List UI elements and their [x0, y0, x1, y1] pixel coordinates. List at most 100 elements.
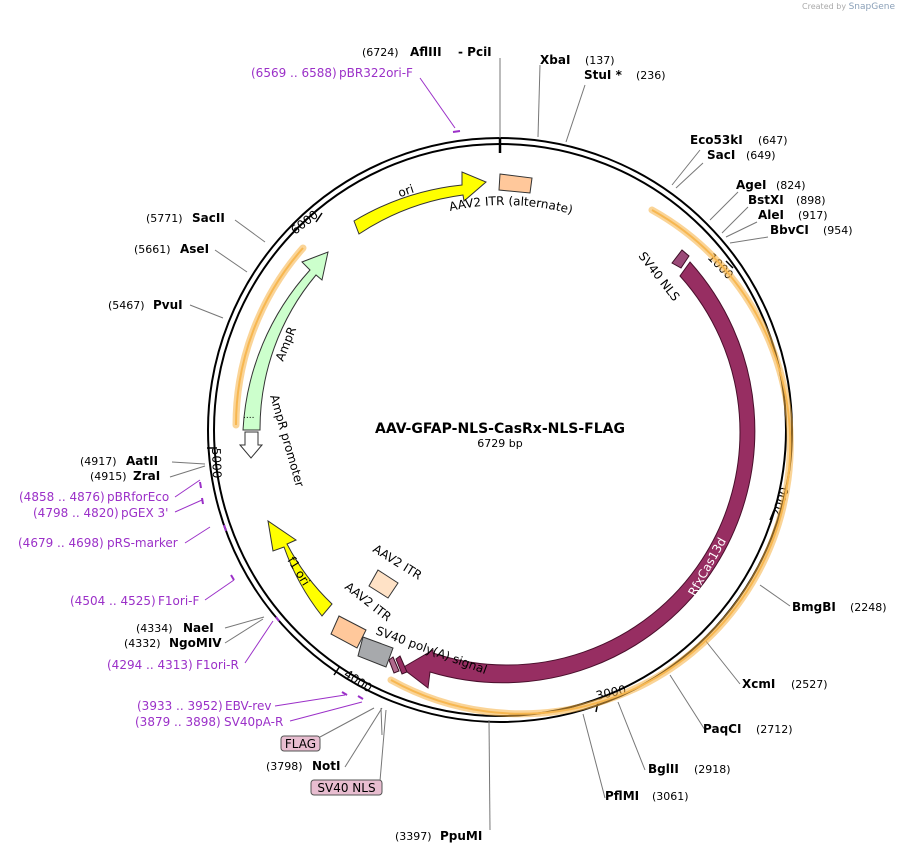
enzyme-name[interactable]: XcmI [742, 677, 775, 691]
cds-halo-line [390, 209, 792, 715]
primer-name[interactable]: pBRforEco [107, 490, 169, 504]
primer-name[interactable]: pGEX 3' [121, 506, 168, 520]
enzyme-extra[interactable]: - PciI [458, 45, 492, 59]
sv40-nls-label-top: SV40 NLS [636, 249, 683, 303]
cds-halo [387, 206, 794, 718]
enzyme-pos: (236) [636, 69, 666, 82]
enzyme-pos: (4332) [124, 637, 161, 650]
enzyme-name[interactable]: PflMI [605, 789, 639, 803]
aav2-itr-alt-label: AAV2 ITR (alternate) [448, 194, 575, 217]
enzyme-name[interactable]: AleI [758, 208, 784, 222]
enzyme-name[interactable]: NgoMIV [169, 636, 222, 650]
enzyme-name[interactable]: PpuMI [440, 829, 482, 843]
primer-name[interactable]: pRS-marker [107, 536, 178, 550]
enzyme-pos: (6724) [362, 46, 399, 59]
primer-pos: (4798 .. 4820) [33, 506, 119, 520]
plasmid-name: AAV-GFAP-NLS-CasRx-NLS-FLAG [375, 421, 625, 437]
enzyme-name[interactable]: NaeI [183, 621, 214, 635]
enzyme-pos: (954) [823, 224, 853, 237]
enzyme-name[interactable]: AseI [180, 242, 209, 256]
f1-ori-feature[interactable] [267, 519, 333, 617]
primer-pos: (6569 .. 6588) [251, 66, 337, 80]
flag-leader [319, 707, 375, 738]
enzyme-name[interactable]: BmgBI [792, 600, 836, 614]
primer-name[interactable]: pBR322ori-F [339, 66, 413, 80]
enzyme-name[interactable]: XbaI [540, 53, 570, 67]
aav2-itr-feature-1[interactable] [330, 615, 367, 649]
enzyme-pos: (917) [798, 209, 828, 222]
enzyme-name[interactable]: PvuI [153, 298, 183, 312]
enzyme-name[interactable]: SacII [192, 211, 225, 225]
enzyme-name[interactable]: ZraI [133, 469, 160, 483]
f1-ori-label: f1 ori [284, 554, 312, 588]
primer-pos: (4858 .. 4876) [19, 490, 105, 504]
flag-feature[interactable] [395, 655, 408, 675]
sv40-nls-feature-top[interactable] [671, 249, 690, 269]
flag-box-label: FLAG [285, 737, 316, 751]
enzyme-pos: (3798) [266, 760, 303, 773]
primer-name[interactable]: SV40pA-R [224, 715, 283, 729]
flag-box[interactable] [280, 735, 321, 752]
ori-label: ori [396, 182, 416, 200]
enzyme-name[interactable]: BbvCI [770, 223, 809, 237]
ampr-halo-line [235, 247, 304, 426]
enzyme-name[interactable]: PaqCI [703, 722, 741, 736]
enzyme-pos: (647) [758, 134, 788, 147]
credit-prefix: Created by [802, 2, 847, 11]
rfxcas13d-feature[interactable] [401, 261, 756, 689]
primer-pos: (3879 .. 3898) [135, 715, 221, 729]
primer-name[interactable]: F1ori-R [196, 658, 239, 672]
enzyme-pos: (3397) [395, 830, 432, 843]
enzyme-name[interactable]: BstXI [748, 193, 784, 207]
enzyme-name[interactable]: BglII [648, 762, 679, 776]
sv40-nls-leader [379, 709, 387, 782]
snapgene-credit: Created by SnapGene [802, 2, 895, 12]
tick-5000: 5000 [209, 448, 224, 479]
primer-marks [199, 130, 461, 700]
sv40-polya-feature[interactable] [357, 636, 394, 668]
primer-name[interactable]: F1ori-F [158, 594, 199, 608]
enzyme-pos: (5661) [134, 243, 171, 256]
primer-leader-lines [174, 77, 456, 722]
primer-pos: (3933 .. 3952) [137, 699, 223, 713]
ori-feature[interactable] [353, 171, 487, 235]
sv40-nls-box[interactable] [310, 779, 383, 796]
aav2-itr-feature-2[interactable] [368, 569, 399, 599]
primer-pos: (4294 .. 4313) [107, 658, 193, 672]
enzyme-name[interactable]: StuI * [584, 68, 623, 82]
sv40-nls-feature-bottom[interactable] [388, 656, 400, 674]
aav2-itr-alt-feature[interactable] [498, 173, 533, 194]
ampr-feature[interactable] [242, 251, 329, 431]
enzyme-pos: (2918) [694, 763, 731, 776]
enzyme-pos: (824) [776, 179, 806, 192]
enzyme-pos: (2712) [756, 723, 793, 736]
enzyme-name[interactable]: AgeI [736, 178, 766, 192]
enzyme-pos: (4334) [136, 622, 173, 635]
ampr-dots: .... [243, 411, 254, 421]
enzyme-pos: (5771) [146, 212, 183, 225]
enzyme-pos: (4915) [90, 470, 127, 483]
enzyme-pos: (5467) [108, 299, 145, 312]
enzyme-pos: (2248) [850, 601, 887, 614]
plasmid-size: 6729 bp [477, 437, 522, 450]
primer-name[interactable]: EBV-rev [225, 699, 271, 713]
credit-brand: SnapGene [848, 2, 895, 12]
enzyme-name[interactable]: NotI [312, 759, 341, 773]
ampr-promoter-feature[interactable] [238, 431, 264, 459]
enzyme-pos: (898) [796, 194, 826, 207]
enzyme-pos: (649) [746, 149, 776, 162]
enzyme-pos: (137) [585, 54, 615, 67]
enzyme-name[interactable]: AflIII [410, 45, 442, 59]
primer-pos: (4679 .. 4698) [18, 536, 104, 550]
enzyme-leader-lines [169, 58, 791, 831]
tick-4000: 4000 [341, 667, 374, 695]
enzyme-pos: (4917) [80, 455, 117, 468]
ampr-promoter-label: AmpR promoter [267, 393, 307, 489]
enzyme-name[interactable]: AatII [126, 454, 158, 468]
enzyme-name[interactable]: Eco53kI [690, 133, 743, 147]
sv40-nls-box-label: SV40 NLS [317, 781, 375, 795]
rfxcas13d-label: RfxCas13d [685, 535, 729, 598]
enzyme-name[interactable]: SacI [707, 148, 735, 162]
primer-pos: (4504 .. 4525) [70, 594, 156, 608]
